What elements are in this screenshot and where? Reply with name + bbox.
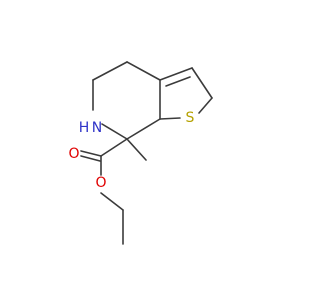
bond-oester-ch2	[100, 192, 124, 211]
nitrogen-label: N	[92, 120, 102, 136]
bond-carbonyl-double-a	[80, 150, 102, 157]
nitrogen-hydrogen-label: H	[79, 120, 90, 136]
atom-labels: N H S O O	[68, 110, 194, 191]
bond-c7-n6	[101, 123, 128, 140]
sulfur-label: S	[186, 110, 195, 126]
bond-methyl	[126, 138, 147, 161]
bond-c3-c2	[191, 67, 213, 99]
ester-oxygen-label: O	[95, 175, 106, 191]
bond-c2-s1	[198, 97, 213, 114]
bond-c7-carbonyl	[100, 138, 128, 157]
bond-c7a-c7	[126, 118, 161, 140]
carbonyl-oxygen-label: O	[68, 146, 79, 162]
bond-carbonyl-double-b	[80, 155, 101, 162]
bond-s1-c7a	[159, 117, 181, 120]
bond-c4-c5	[92, 61, 128, 81]
bond-c5-c3a	[126, 61, 161, 81]
bond-c3a-c3-inner	[165, 76, 191, 87]
bond-lines	[80, 61, 213, 245]
molecule-diagram: N H S O O	[68, 61, 213, 245]
bond-c3a-c3	[159, 67, 193, 81]
